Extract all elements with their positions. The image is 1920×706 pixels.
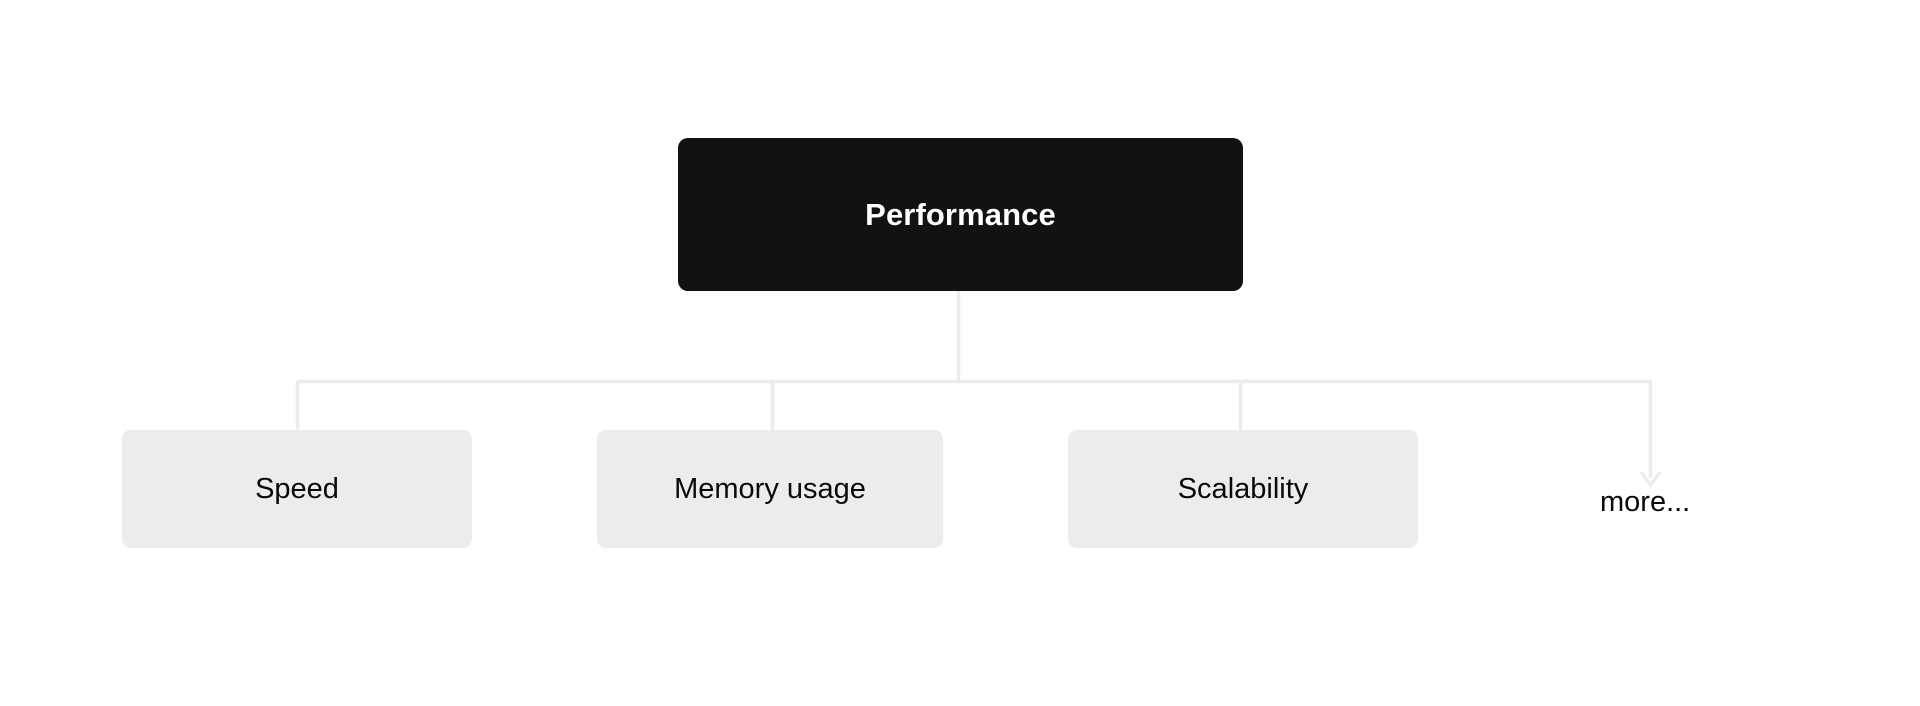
overflow-more-label[interactable]: more... <box>1600 486 1691 518</box>
node-child-scalability[interactable]: Scalability <box>1068 430 1418 548</box>
node-child-label: Scalability <box>1177 472 1309 505</box>
node-child-label: Speed <box>255 472 339 505</box>
node-child-speed[interactable]: Speed <box>122 430 472 548</box>
node-child-memory-usage[interactable]: Memory usage <box>597 430 943 548</box>
node-child-label: Memory usage <box>674 472 866 505</box>
node-root-performance[interactable]: Performance <box>678 138 1243 291</box>
arrow-down-icon <box>1639 470 1662 488</box>
node-root-label: Performance <box>865 196 1056 232</box>
